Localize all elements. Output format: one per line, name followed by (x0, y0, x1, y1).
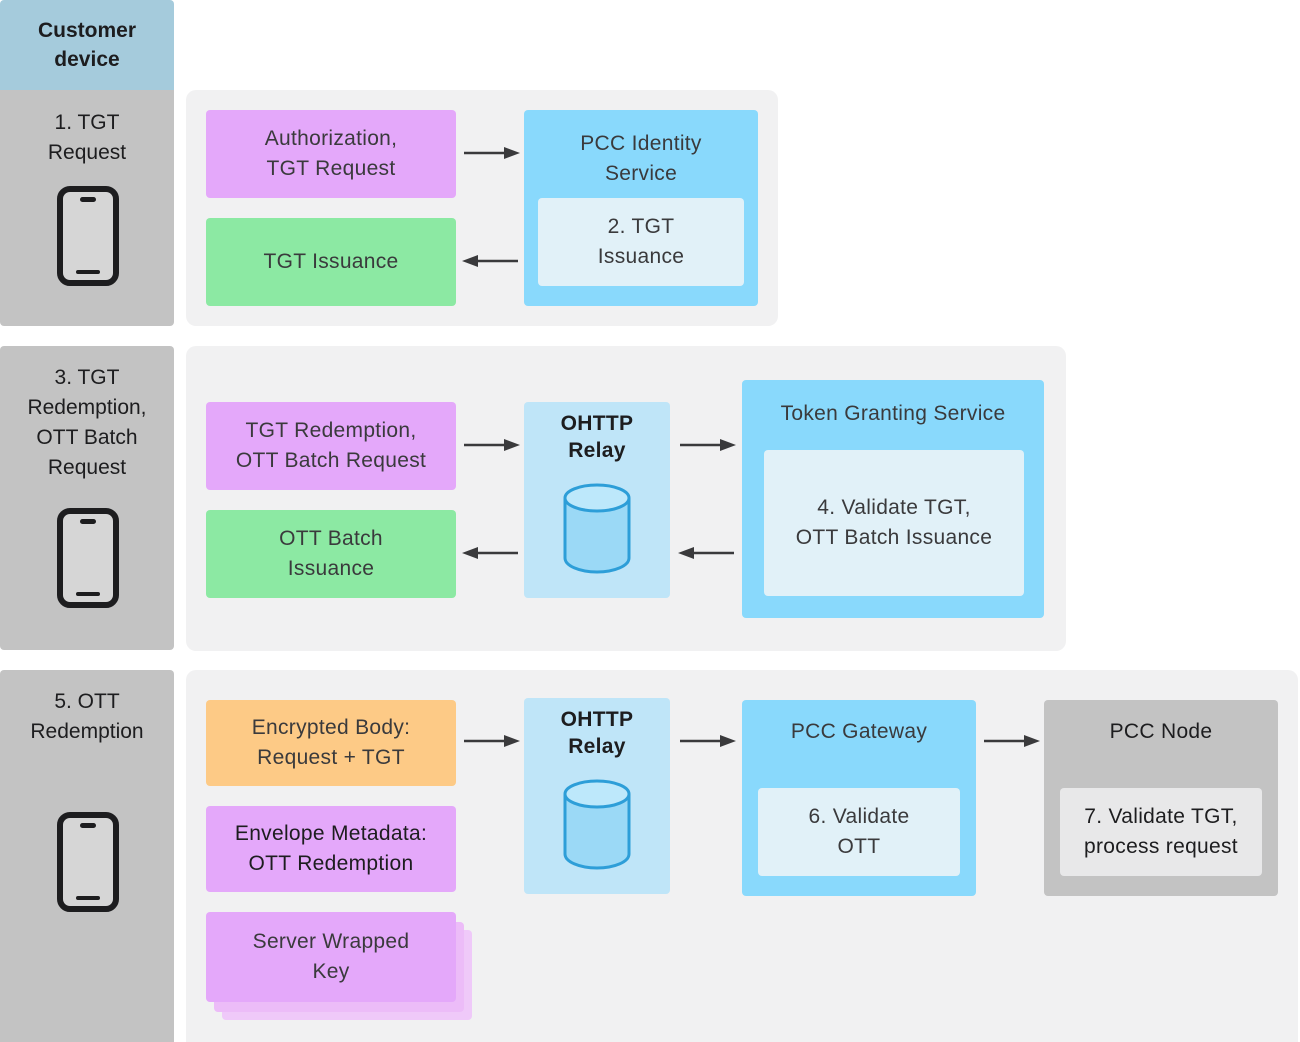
ohttp-relay-title: OHTTP Relay (560, 708, 634, 758)
arrow-right-icon (464, 439, 520, 451)
encrypted-body-box: Encrypted Body: Request + TGT (206, 700, 456, 786)
phone-icon (57, 508, 119, 608)
arrow-left-icon (462, 547, 518, 559)
ohttp-relay-title: OHTTP Relay (560, 412, 634, 462)
ott-batch-issuance-box: OTT Batch Issuance (206, 510, 456, 598)
authorization-tgt-request-box: Authorization, TGT Request (206, 110, 456, 198)
customer-device-header: Customer device (0, 0, 174, 90)
lane-label: 1. TGT Request (47, 111, 127, 164)
database-icon (563, 483, 631, 574)
pcc-node-title: PCC Node (1109, 720, 1213, 743)
arrow-left-icon (462, 255, 518, 267)
pcc-identity-service-title: PCC Identity Service (580, 132, 702, 185)
pcc-gateway: PCC Gateway 6. Validate OTT (742, 700, 976, 896)
ohttp-relay: OHTTP Relay (524, 698, 670, 894)
lane-label: 3. TGT Redemption, OTT Batch Request (27, 366, 147, 479)
token-granting-service: Token Granting Service 4. Validate TGT, … (742, 380, 1044, 618)
arrow-right-icon (680, 735, 736, 747)
arrow-left-icon (678, 547, 734, 559)
lane-tgt-request: 1. TGT Request (0, 90, 174, 326)
pcc-node: PCC Node 7. Validate TGT, process reques… (1044, 700, 1278, 896)
lane-tgt-redemption: 3. TGT Redemption, OTT Batch Request (0, 346, 174, 650)
lane-label: 5. OTT Redemption (30, 690, 144, 743)
ohttp-relay: OHTTP Relay (524, 402, 670, 598)
tgt-issuance-box: TGT Issuance (206, 218, 456, 306)
pcc-gateway-title: PCC Gateway (790, 720, 928, 743)
lane-ott-redemption: 5. OTT Redemption (0, 670, 174, 1042)
phone-icon (57, 812, 119, 912)
envelope-metadata-box: Envelope Metadata: OTT Redemption (206, 806, 456, 892)
validate-tgt-step: 4. Validate TGT, OTT Batch Issuance (764, 450, 1024, 596)
server-wrapped-key-box: Server Wrapped Key (206, 912, 456, 1002)
arrow-right-icon (984, 735, 1040, 747)
pcc-identity-service: PCC Identity Service 2. TGT Issuance (524, 110, 758, 306)
arrow-right-icon (680, 439, 736, 451)
tgt-issuance-step: 2. TGT Issuance (538, 198, 744, 286)
token-granting-service-title: Token Granting Service (780, 402, 1006, 425)
arrow-right-icon (464, 147, 520, 159)
tgt-redemption-request-box: TGT Redemption, OTT Batch Request (206, 402, 456, 490)
validate-process-step: 7. Validate TGT, process request (1060, 788, 1262, 876)
validate-ott-step: 6. Validate OTT (758, 788, 960, 876)
arrow-right-icon (464, 735, 520, 747)
database-icon (563, 779, 631, 870)
phone-icon (57, 186, 119, 286)
